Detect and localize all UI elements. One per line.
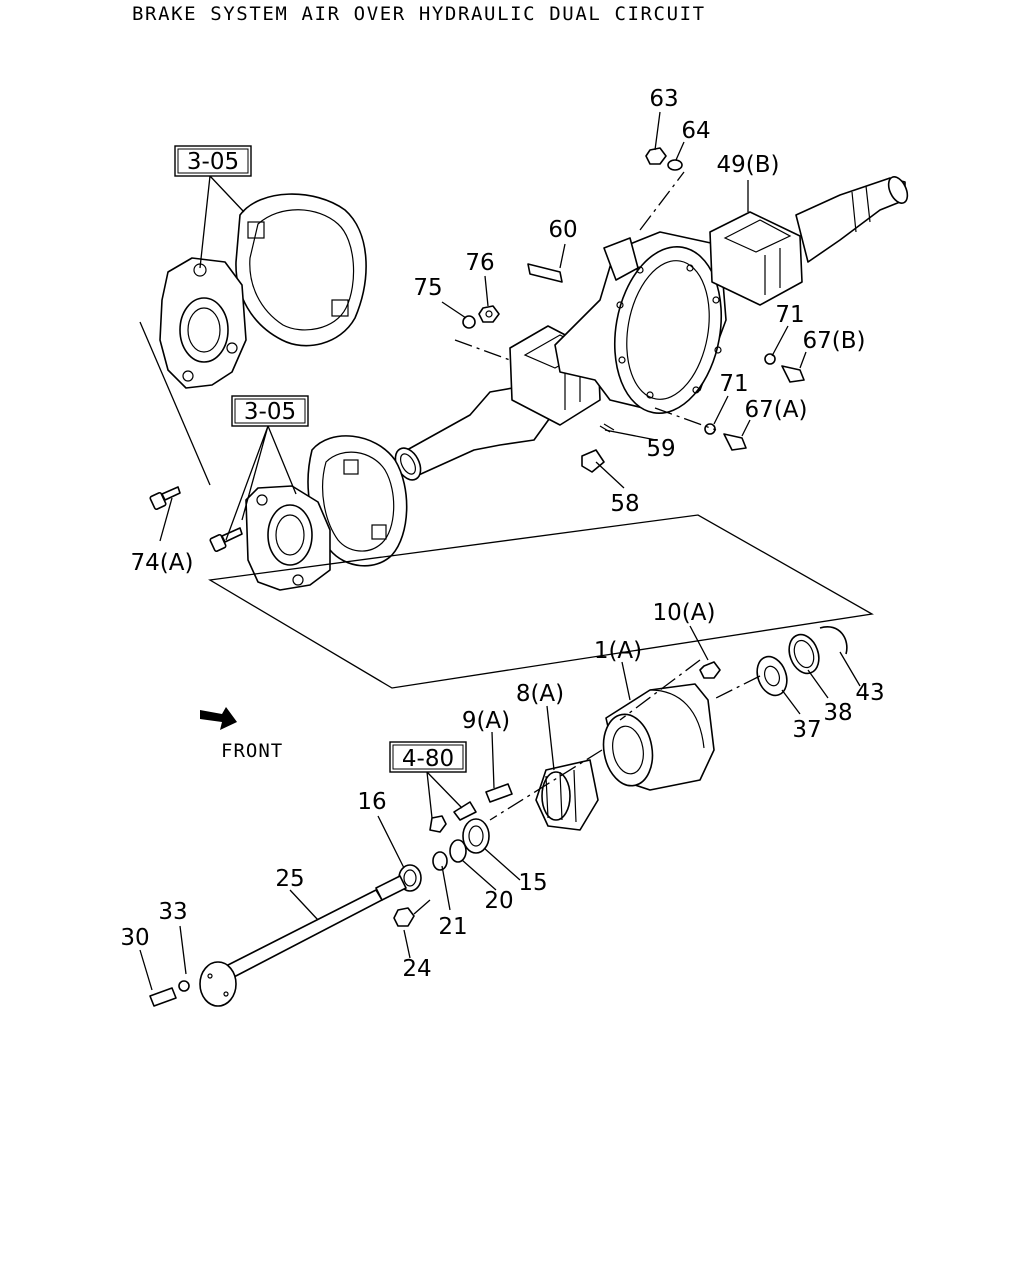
- ref-box-upper-label: 3-05: [187, 149, 239, 175]
- callout-60[interactable]: 60: [548, 217, 577, 243]
- callout-33[interactable]: 33: [158, 899, 187, 925]
- hardware-upper: [462, 147, 805, 473]
- callout-38[interactable]: 38: [823, 700, 852, 726]
- callout-20[interactable]: 20: [484, 888, 513, 914]
- brake-anchor-bracket-lower: [245, 485, 331, 591]
- callout-9a[interactable]: 9(A): [462, 708, 510, 734]
- bolt-74a: [149, 486, 243, 553]
- callout-76[interactable]: 76: [465, 250, 494, 276]
- callout-30[interactable]: 30: [120, 925, 149, 951]
- callout-67a[interactable]: 67(A): [745, 397, 808, 423]
- hub-drum: [602, 683, 715, 791]
- hub-spline-8a: [535, 759, 599, 831]
- callout-16[interactable]: 16: [357, 789, 386, 815]
- callout-15[interactable]: 15: [518, 870, 547, 896]
- axle-shaft: [149, 875, 407, 1007]
- leader-lines: [139, 111, 874, 991]
- ref-box-middle[interactable]: 3-05: [231, 395, 309, 427]
- callout-1a[interactable]: 1(A): [594, 638, 642, 664]
- callout-59[interactable]: 59: [646, 436, 675, 462]
- callout-67b[interactable]: 67(B): [803, 328, 866, 354]
- callout-74a[interactable]: 74(A): [131, 550, 194, 576]
- callout-24[interactable]: 24: [402, 956, 431, 982]
- callout-58[interactable]: 58: [610, 491, 639, 517]
- callout-21[interactable]: 21: [438, 914, 467, 940]
- diagram-title: BRAKE SYSTEM AIR OVER HYDRAULIC DUAL CIR…: [132, 3, 706, 25]
- callout-43[interactable]: 43: [855, 680, 884, 706]
- callout-64[interactable]: 64: [681, 118, 710, 144]
- callout-25[interactable]: 25: [275, 866, 304, 892]
- front-arrow-icon: [200, 707, 237, 730]
- callout-8a[interactable]: 8(A): [516, 681, 564, 707]
- callout-71-upper[interactable]: 71: [775, 302, 804, 328]
- callout-63[interactable]: 63: [649, 86, 678, 112]
- callout-75[interactable]: 75: [413, 275, 442, 301]
- callout-71-lower[interactable]: 71: [719, 371, 748, 397]
- ref-box-upper[interactable]: 3-05: [174, 145, 252, 177]
- callout-37[interactable]: 37: [792, 717, 821, 743]
- callout-10a[interactable]: 10(A): [653, 600, 716, 626]
- callout-49b[interactable]: 49(B): [717, 152, 780, 178]
- front-label: FRONT: [221, 740, 283, 762]
- ref-box-hub-label: 4-80: [402, 746, 454, 772]
- brake-backing-plate-upper: [235, 193, 367, 347]
- axle-housing: [394, 176, 909, 481]
- hub-small-parts: [393, 626, 848, 927]
- brake-anchor-bracket-upper: [159, 257, 247, 389]
- ref-box-hub[interactable]: 4-80: [389, 741, 467, 773]
- ref-box-middle-label: 3-05: [244, 399, 296, 425]
- callout-labels: 63 64 49(B) 60 76 75 71 67(B) 71 67(A) 5…: [120, 86, 884, 982]
